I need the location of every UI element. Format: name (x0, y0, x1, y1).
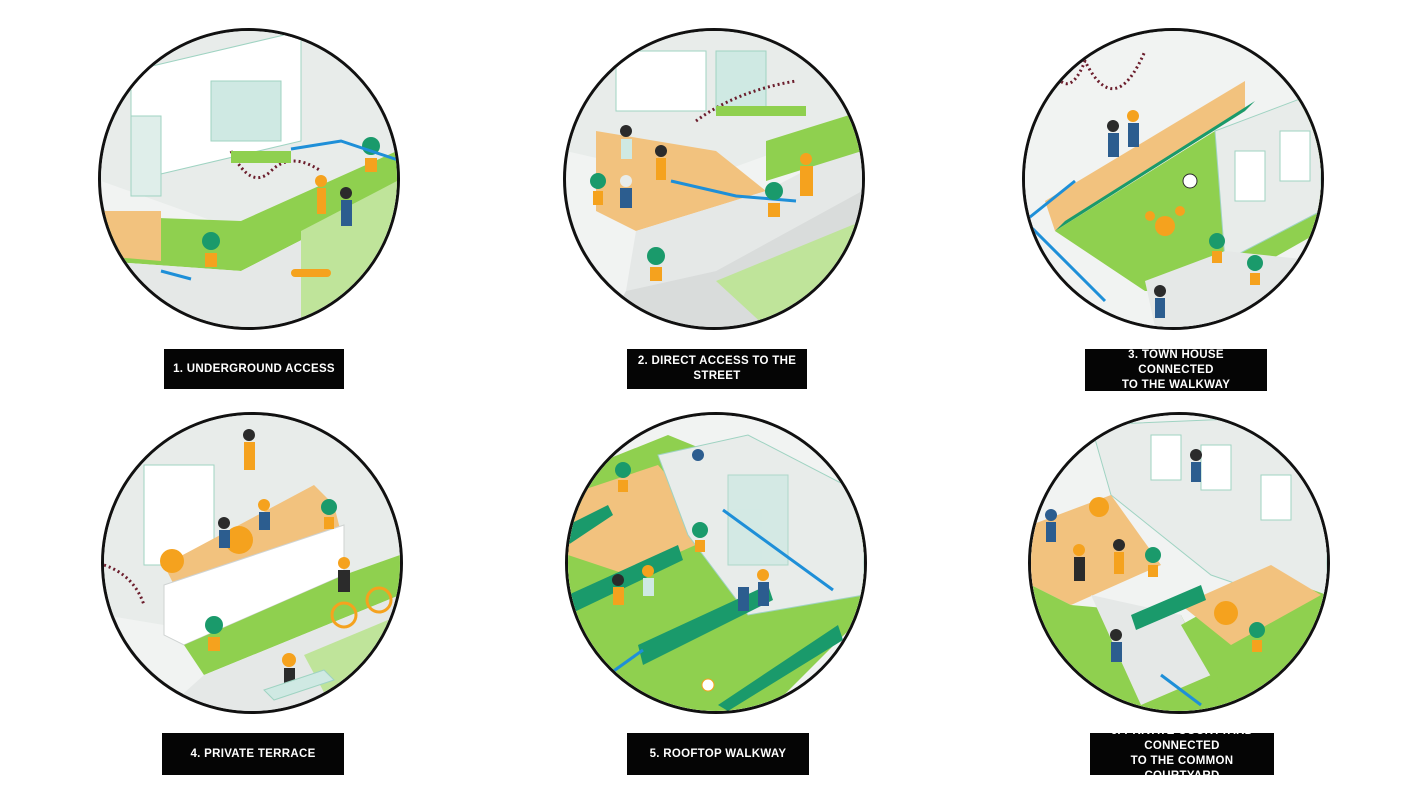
illustration-private-courtyard (1028, 412, 1330, 714)
caption-underground-access: 1. UNDERGROUND ACCESS (164, 349, 344, 389)
scene-street (566, 31, 862, 327)
scene-underground (101, 31, 397, 327)
caption-private-terrace: 4. PRIVATE TERRACE (162, 733, 344, 775)
scene-walkway (1025, 31, 1321, 327)
illustration-direct-access (563, 28, 865, 330)
scene-courtyard (1031, 415, 1327, 711)
scene-rooftop (568, 415, 864, 711)
caption-direct-access: 2. DIRECT ACCESS TO THE STREET (627, 349, 807, 389)
illustration-rooftop-walkway (565, 412, 867, 714)
caption-rooftop-walkway: 5. ROOFTOP WALKWAY (627, 733, 809, 775)
illustration-town-house (1022, 28, 1324, 330)
illustration-private-terrace (101, 412, 403, 714)
caption-private-courtyard: 6. PRIVATE COURTYARD CONNECTED TO THE CO… (1090, 725, 1274, 782)
illustration-underground-access (98, 28, 400, 330)
caption-town-house: 3. TOWN HOUSE CONNECTED TO THE WALKWAY (1085, 349, 1267, 391)
scene-terrace (104, 415, 400, 711)
